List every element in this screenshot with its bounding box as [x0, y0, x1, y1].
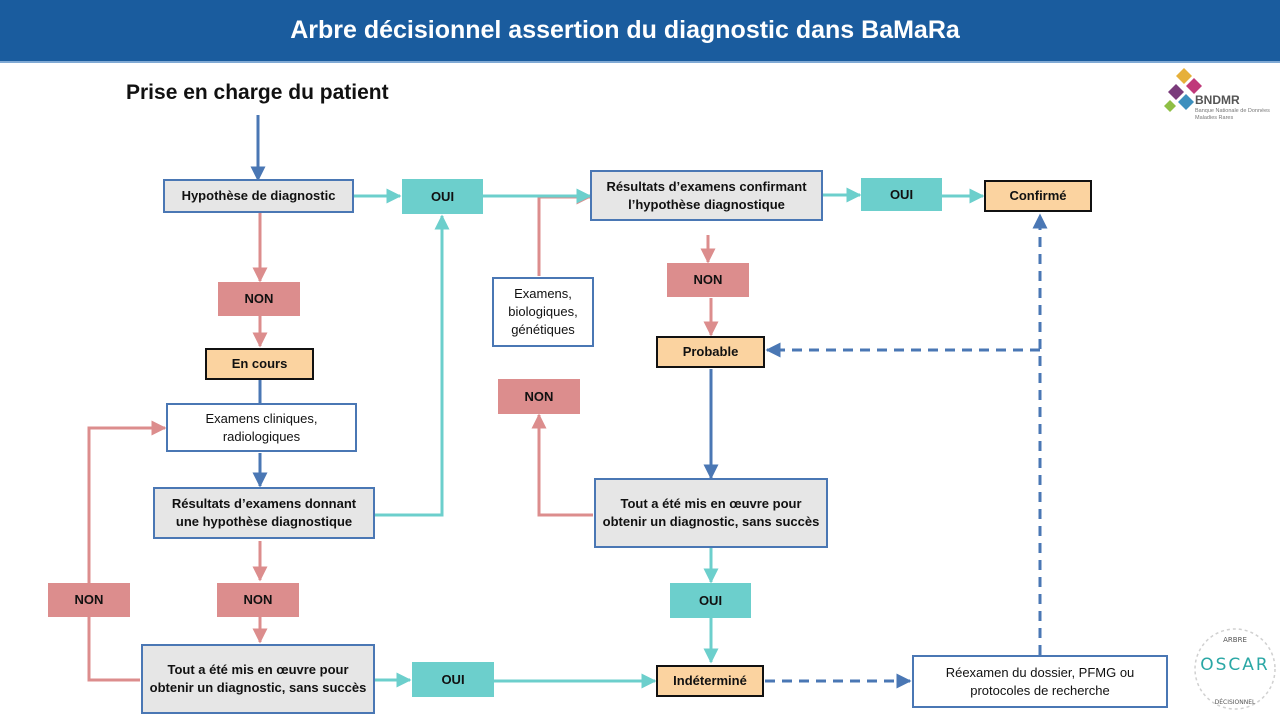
node-non-left: NON: [48, 583, 130, 617]
bndmr-logo-text: BNDMR: [1195, 93, 1240, 107]
node-confirme: Confirmé: [984, 180, 1092, 212]
node-oui-2: OUI: [861, 178, 942, 211]
arrow-tout-loop-back: [87, 420, 167, 682]
page-title: Arbre décisionnel assertion du diagnosti…: [290, 16, 960, 44]
node-resultats-hypothese: Résultats d’examens donnant une hypothès…: [153, 487, 375, 539]
bndmr-logo-subtitle: Banque Nationale de Données Maladies Rar…: [1195, 108, 1270, 121]
header-bar: Arbre décisionnel assertion du diagnosti…: [0, 0, 1280, 63]
node-non-1: NON: [218, 282, 300, 316]
node-resultats-confirmant: Résultats d’examens confirmant l’hypothè…: [590, 170, 823, 221]
node-indetermine: Indéterminé: [656, 665, 764, 697]
oscar-badge-top: ARBRE: [1223, 636, 1247, 644]
node-reexamen: Réexamen du dossier, PFMG ou protocoles …: [912, 655, 1168, 708]
node-tout-mis-en-oeuvre-right: Tout a été mis en œuvre pour obtenir un …: [594, 478, 828, 548]
node-non-mid: NON: [217, 583, 299, 617]
node-examens-cliniques: Examens cliniques, radiologiques: [166, 403, 357, 452]
oscar-badge-text: OSCAR: [1200, 655, 1270, 675]
node-non-right: NON: [667, 263, 749, 297]
diagram-subtitle: Prise en charge du patient: [126, 81, 389, 104]
arrow-res-to-oui: [375, 214, 450, 517]
node-non-center: NON: [498, 379, 580, 414]
arrow-exam-bio-up: [537, 189, 592, 276]
node-oui-1: OUI: [402, 179, 483, 214]
node-hypothese: Hypothèse de diagnostic: [163, 179, 354, 213]
node-tout-mis-en-oeuvre-left: Tout a été mis en œuvre pour obtenir un …: [141, 644, 375, 714]
node-oui-4: OUI: [670, 583, 751, 618]
oscar-badge-icon: ARBRE DÉCISIONNEL: [1194, 628, 1276, 710]
node-en-cours: En cours: [205, 348, 314, 380]
oscar-badge-bottom: DÉCISIONNEL: [1215, 698, 1256, 706]
node-probable: Probable: [656, 336, 765, 368]
bndmr-logo-icon: [1164, 68, 1202, 112]
arrow-tout-right-loop: [531, 413, 593, 517]
node-examens-biologiques: Examens, biologiques, génétiques: [492, 277, 594, 347]
node-oui-3: OUI: [412, 662, 494, 697]
